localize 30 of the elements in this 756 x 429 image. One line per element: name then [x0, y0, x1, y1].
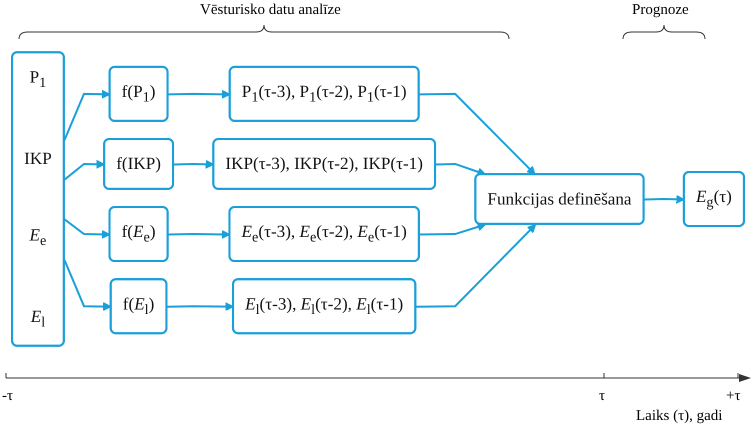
process-box: P$_{1}$(τ-3), P$_{1}$(τ-2), P$_{1}$(τ-1) [228, 66, 420, 122]
arrow [644, 194, 685, 204]
process-box: E$_{e}$(τ-3), E$_{e}$(τ-2), E$_{e}$(τ-1) [228, 206, 420, 262]
arrow [174, 160, 214, 169]
arrow [168, 90, 231, 99]
process-box: f(P$_{1}$) [108, 66, 169, 122]
arrow [63, 259, 112, 311]
axis-label: Laiks (τ), gadi [636, 408, 722, 425]
process-box: E$_{l}$(τ-3), E$_{l}$(τ-2), E$_{l}$(τ-1) [232, 278, 416, 334]
process-box: IKP(τ-3), IKP(τ-2), IKP(τ-1) [212, 138, 436, 190]
heading: Vēsturisko datu analīze [200, 2, 341, 19]
arrow [419, 92, 536, 175]
process-box: Funkcijas definēšana [474, 173, 645, 225]
tick-label: -τ [2, 388, 14, 405]
arrow [64, 160, 106, 181]
arrow [166, 302, 234, 312]
heading: Prognoze [632, 2, 689, 19]
arrow [168, 230, 230, 239]
arrow [63, 90, 110, 141]
process-box: f(IKP) [103, 138, 174, 190]
tick-label: +τ [726, 388, 740, 405]
process-box: P$_{1}$ IKP E$_{e}$ E$_{l}$ [11, 51, 65, 347]
process-box: f(E$_{l}$) [110, 278, 168, 334]
arrow [64, 218, 110, 239]
arrow [419, 222, 486, 236]
arrow [416, 224, 536, 308]
process-box: E$_{g}$(τ) [682, 170, 745, 228]
process-box: f(E$_{e}$) [108, 206, 169, 262]
arrow [436, 162, 486, 176]
tick-label: τ [599, 388, 606, 405]
